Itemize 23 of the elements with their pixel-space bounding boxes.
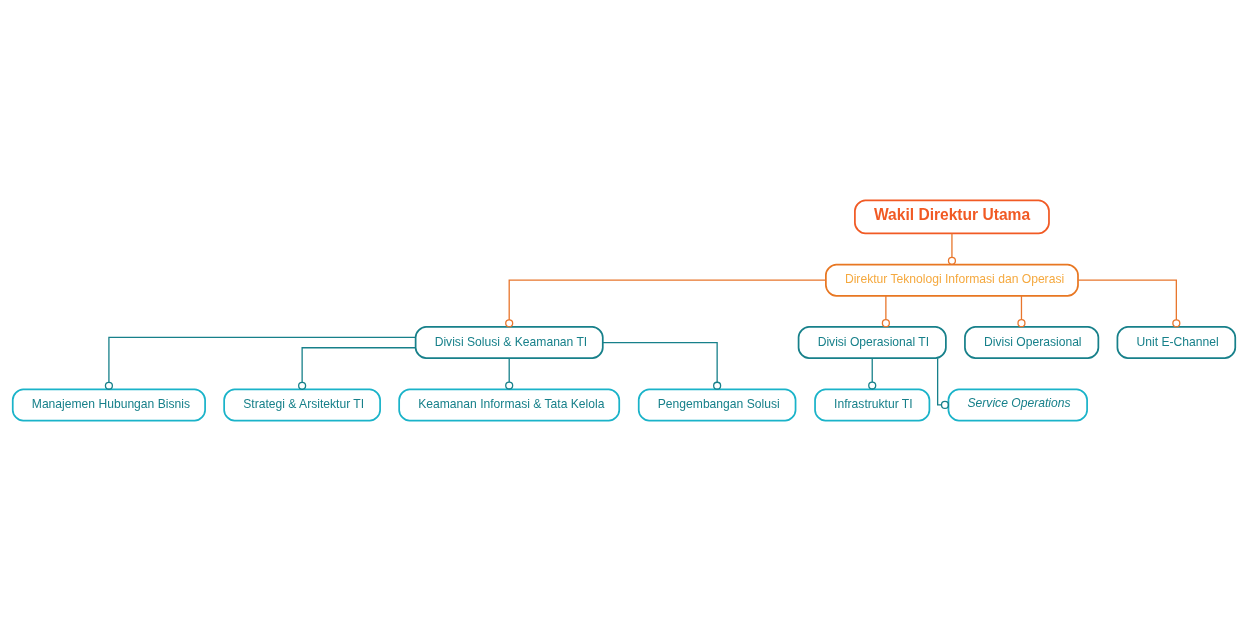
connector — [1077, 279, 1181, 327]
connector — [104, 336, 417, 390]
node-box: Infrastruktur TI — [814, 387, 931, 421]
connector — [868, 357, 877, 390]
connector — [937, 357, 950, 409]
connector — [505, 279, 827, 327]
node-box: Manajemen Hubungan Bisnis — [11, 387, 206, 421]
node-box: Wakil Direktur Utama — [854, 199, 1050, 234]
node-box: Keamanan Informasi & Tata Kelola — [398, 387, 621, 421]
node-box: Unit E-Channel — [1116, 325, 1237, 359]
node-box: Pengembangan Solusi — [637, 387, 797, 421]
node-box: Divisi Operasional TI — [797, 325, 947, 359]
connector — [881, 294, 890, 327]
node-box: Strategi & Arsitektur TI — [223, 387, 381, 421]
node-box: Divisi Solusi & Keamanan TI — [414, 325, 604, 359]
node-box: Divisi Operasional — [964, 325, 1100, 359]
connector — [298, 346, 416, 390]
connector — [947, 232, 957, 265]
connector — [505, 357, 514, 390]
node-box: Direktur Teknologi Informasi dan Operasi — [825, 263, 1079, 297]
node-box: Service Operations — [947, 387, 1088, 421]
connector — [602, 341, 722, 390]
connector — [1017, 294, 1026, 327]
